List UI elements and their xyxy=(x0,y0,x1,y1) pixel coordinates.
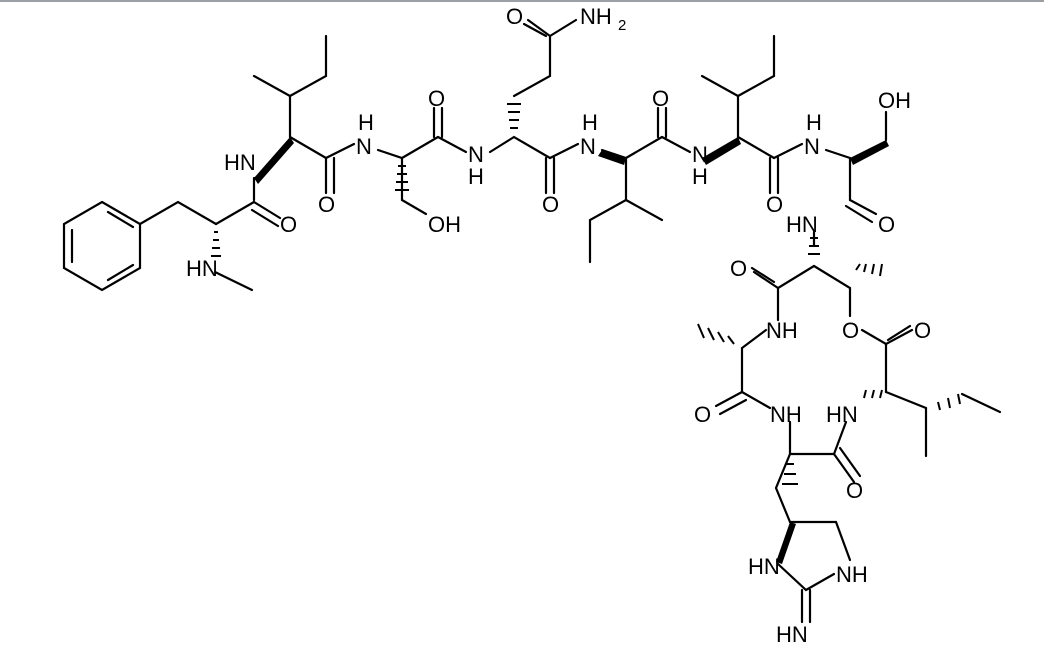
label-hn-thr: HN xyxy=(786,212,818,237)
label-hn-methyl: HN xyxy=(186,256,218,281)
label-o-gln: O xyxy=(542,192,559,217)
label-o-ile3: O xyxy=(766,192,783,217)
label-n-gln: N xyxy=(468,142,484,167)
label-oh-ser2: OH xyxy=(878,88,911,113)
label-h-ser1: H xyxy=(358,110,374,135)
label-o-ala: O xyxy=(694,402,711,427)
label-o-ring: O xyxy=(842,318,859,343)
atom-labels: O NH 2 HN HN O H N O O OH N H O H N O N … xyxy=(186,4,931,645)
label-n-ile3: N xyxy=(692,142,708,167)
label-h-ile2: H xyxy=(582,110,598,135)
label-o-lactone: O xyxy=(914,318,931,343)
label-nh-ala: NH xyxy=(766,318,798,343)
top-border xyxy=(0,0,1044,2)
label-hn-phe: HN xyxy=(224,150,256,175)
label-n-ser1: N xyxy=(356,134,372,159)
label-o-ser1: O xyxy=(428,86,445,111)
label-hn-ring: HN xyxy=(748,554,780,579)
bond-lines xyxy=(62,18,1002,624)
label-nh-his: NH xyxy=(770,402,802,427)
label-o-ile2: O xyxy=(652,86,669,111)
label-o-ser2: O xyxy=(878,212,895,237)
label-o-phe: O xyxy=(280,212,297,237)
label-n-ile2: N xyxy=(580,134,596,159)
label-o-ile1: O xyxy=(318,192,335,217)
label-oh-ser1: OH xyxy=(428,212,461,237)
stereo-wedges xyxy=(254,137,889,564)
label-h-ile3: H xyxy=(692,164,708,189)
label-o-thr: O xyxy=(730,256,747,281)
label-hn-imine: HN xyxy=(776,622,808,645)
label-n-ser2: N xyxy=(804,134,820,159)
label-amide-nh2-subscript: 2 xyxy=(618,17,626,34)
label-amide-o: O xyxy=(506,4,523,29)
stereo-hashes xyxy=(211,103,961,485)
label-h-gln: H xyxy=(468,164,484,189)
label-nh-ring: NH xyxy=(836,562,868,587)
label-hn-ile4: HN xyxy=(826,402,858,427)
label-o-his: O xyxy=(846,478,863,503)
label-amide-nh2: NH xyxy=(580,4,612,29)
label-h-ser2: H xyxy=(806,110,822,135)
